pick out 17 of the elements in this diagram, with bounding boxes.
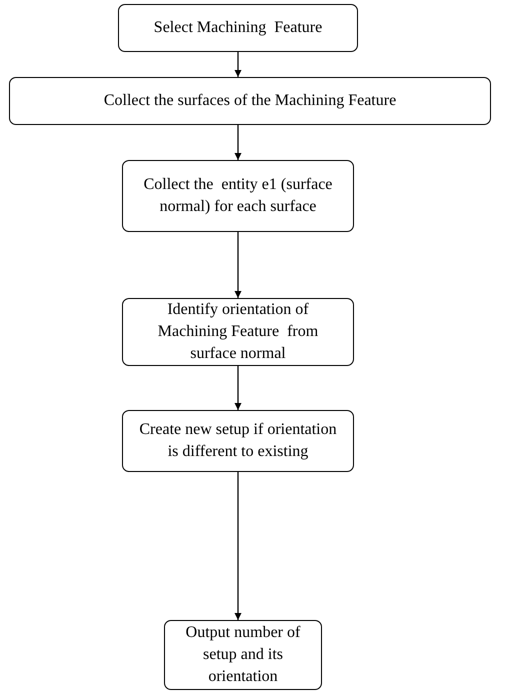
step-text: Create new setup if orientation is different to existing: [138, 420, 338, 462]
process-box: [122, 410, 354, 472]
arrow: [234, 472, 242, 620]
arrow: [234, 366, 242, 410]
step-text: Identify orientation of Machining Feature from surface normal: [156, 300, 320, 364]
arrow: [234, 125, 242, 160]
step-text: Select Machining Feature: [154, 18, 322, 38]
process-box: [122, 298, 354, 366]
process-box: [118, 4, 358, 52]
process-box: [122, 160, 354, 232]
step-text: Collect the entity e1 (surface normal) for each surface: [142, 175, 334, 217]
step-text: Output number of setup and its orientation: [184, 623, 302, 687]
arrow: [234, 232, 242, 298]
process-box: [164, 620, 322, 690]
process-box: [9, 77, 491, 125]
arrow: [234, 52, 242, 77]
step-text: Collect the surfaces of the Machining Feature: [104, 91, 396, 111]
